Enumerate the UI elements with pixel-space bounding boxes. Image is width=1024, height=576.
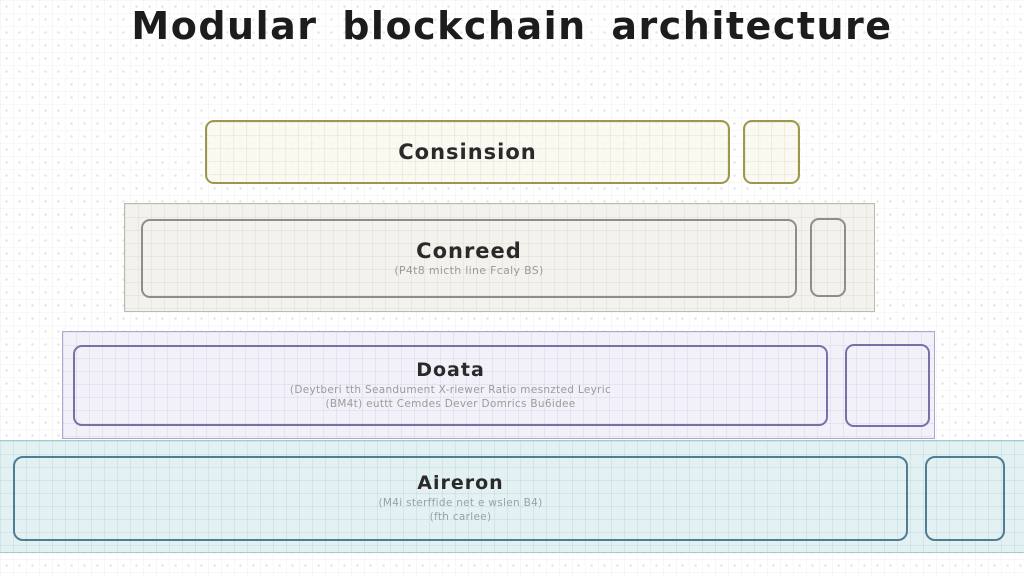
- layer-data-subline-2: (BM4t) euttt Cemdes Dever Domrics Bu6ide…: [325, 398, 576, 411]
- layer-data-sidebox: [845, 344, 930, 427]
- layer-execution-box: Aireron (M4i sterffide net e wslen B4) (…: [13, 456, 908, 541]
- layer-data-subline-1: (Deytberi tth Seandument X-riewer Ratio …: [289, 384, 612, 397]
- layer-data-label: Doata: [416, 359, 485, 382]
- layer-settlement-sidebox: [810, 218, 846, 297]
- layer-execution-sidebox: [925, 456, 1005, 541]
- layer-settlement-subline: (P4t8 micth line Fcaly BS): [394, 264, 544, 278]
- layer-settlement-container: Conreed (P4t8 micth line Fcaly BS): [124, 203, 875, 312]
- layer-settlement-label: Conreed: [416, 238, 522, 263]
- layer-data-box: Doata (Deytberi tth Seandument X-riewer …: [73, 345, 828, 426]
- layer-consensus-label: Consinsion: [398, 139, 537, 164]
- layer-settlement-box: Conreed (P4t8 micth line Fcaly BS): [141, 219, 797, 298]
- layer-execution-subline-1: (M4i sterffide net e wslen B4): [378, 497, 543, 510]
- layer-execution-subline-2: (fth carlee): [429, 511, 492, 524]
- layer-data-container: Doata (Deytberi tth Seandument X-riewer …: [62, 331, 935, 439]
- layer-consensus-box: Consinsion: [205, 120, 730, 184]
- layer-execution-label: Aireron: [417, 472, 504, 495]
- layer-consensus-sidebox: [743, 120, 800, 184]
- layer-execution-container: Aireron (M4i sterffide net e wslen B4) (…: [0, 440, 1024, 553]
- diagram-title: Modular blockchain architecture: [131, 4, 893, 48]
